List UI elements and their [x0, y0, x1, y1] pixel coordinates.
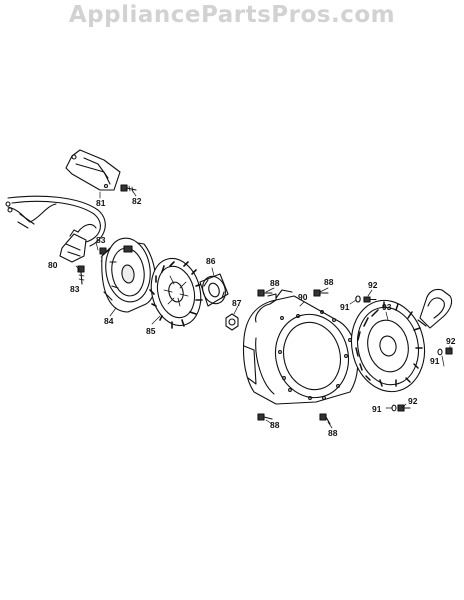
callout-91-right: 91	[430, 356, 440, 366]
part-88-screw-upper-right	[313, 289, 329, 297]
part-88-screw-upper-left	[257, 289, 273, 297]
callout-93: 93	[382, 302, 392, 312]
callout-83-lower: 83	[70, 284, 80, 294]
part-88-screw-lower-left	[257, 413, 273, 421]
callout-88-lower-right: 88	[328, 428, 338, 438]
callout-88-lower-left: 88	[270, 420, 280, 430]
callout-80: 80	[48, 260, 58, 270]
part-81-bracket	[65, 149, 121, 191]
callout-92-upper: 92	[368, 280, 378, 290]
part-88-screw-lower-right	[319, 413, 331, 425]
part-82-screw	[120, 184, 137, 193]
callout-84: 84	[104, 316, 114, 326]
part-83-screw-lower	[77, 265, 85, 285]
callout-92-right: 92	[446, 336, 456, 346]
callout-88-upper-left: 88	[270, 278, 280, 288]
part-91-washer-upper	[355, 295, 361, 303]
watermark: AppliancePartsPros.com	[68, 2, 396, 28]
part-92-screw-right	[445, 347, 453, 355]
callout-87: 87	[232, 298, 242, 308]
part-93-recoil-starter	[350, 288, 453, 393]
part-87-nut	[225, 313, 239, 331]
part-80-ignition-coil	[5, 195, 106, 263]
part-91-washer-right	[437, 348, 443, 356]
callout-91-upper: 91	[340, 302, 350, 312]
part-91-washer-lower	[391, 404, 397, 412]
callout-81: 81	[96, 198, 106, 208]
callout-82: 82	[132, 196, 142, 206]
callout-83-upper: 83	[96, 235, 106, 245]
callout-85: 85	[146, 326, 156, 336]
callout-86: 86	[206, 256, 216, 266]
part-92-screw-upper	[363, 296, 377, 303]
part-85-fan	[149, 257, 203, 329]
callout-92-lower: 92	[408, 396, 418, 406]
callout-90: 90	[298, 292, 308, 302]
part-84-flywheel	[101, 237, 157, 313]
callout-91-lower: 91	[372, 404, 382, 414]
part-90-blower-housing	[242, 289, 359, 405]
part-86-starter-cup	[199, 273, 229, 307]
part-callouts: 81 82 83 83 80 84 85 86 87 88 88 88 88 9…	[48, 196, 456, 438]
leader-lines	[75, 189, 451, 429]
callout-88-upper-right: 88	[324, 277, 334, 287]
part-92-screw-lower	[397, 404, 411, 412]
